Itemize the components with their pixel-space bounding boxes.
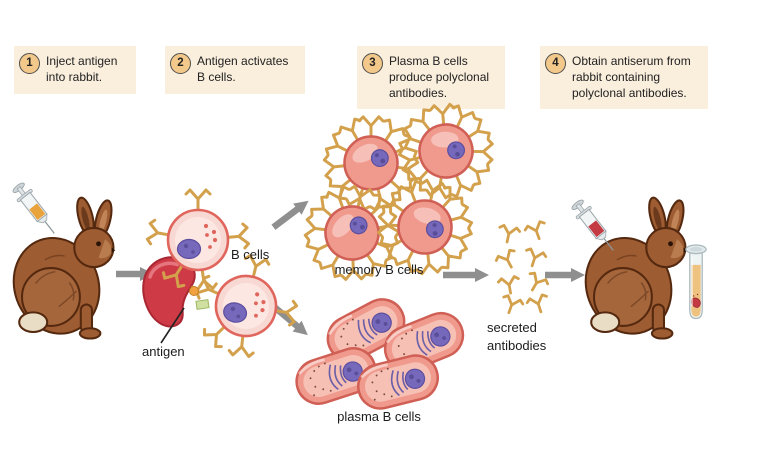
step-box-4: 4 Obtain antiserum from rabbit containin…	[540, 46, 708, 110]
antigen-epitope-dot	[189, 286, 199, 296]
step-box-3: 3 Plasma B cells produce polyclonal anti…	[357, 46, 505, 110]
antigen-pointer-line	[160, 307, 185, 344]
antibody-icon	[495, 223, 522, 246]
step-box-1: 1 Inject antigen into rabbit.	[14, 46, 136, 94]
plasma-b-cells-label: plasma B cells	[337, 409, 421, 424]
antigen-binding-connector	[195, 299, 210, 310]
antigen-label: antigen	[142, 344, 185, 359]
step-3-text: Plasma B cells produce polyclonal antibo…	[389, 54, 490, 100]
step-3-number: 3	[362, 53, 383, 74]
step-box-2: 2 Antigen activates B cells.	[165, 46, 305, 94]
step-2-text: Antigen activates B cells.	[197, 54, 289, 84]
antibody-icon	[522, 219, 551, 244]
arrow-antibodies-to-rabbit	[545, 268, 585, 282]
b-cells-label: B cells	[231, 247, 270, 262]
step-1-number: 1	[19, 53, 40, 74]
step-4-number: 4	[545, 53, 566, 74]
step-2-number: 2	[170, 53, 191, 74]
test-tube-icon	[685, 244, 707, 320]
arrow-memory-to-antibodies	[443, 268, 489, 282]
arrow-bcells-to-memory	[271, 200, 309, 230]
antibody-icon	[524, 292, 552, 317]
step-1-text: Inject antigen into rabbit.	[46, 54, 118, 84]
memory-b-cells-label: memory B cells	[334, 262, 424, 277]
antibody-icon	[493, 247, 522, 274]
step-4-text: Obtain antiserum from rabbit containing …	[572, 54, 691, 100]
secreted-antibodies-label: secreted antibodies	[487, 320, 547, 353]
